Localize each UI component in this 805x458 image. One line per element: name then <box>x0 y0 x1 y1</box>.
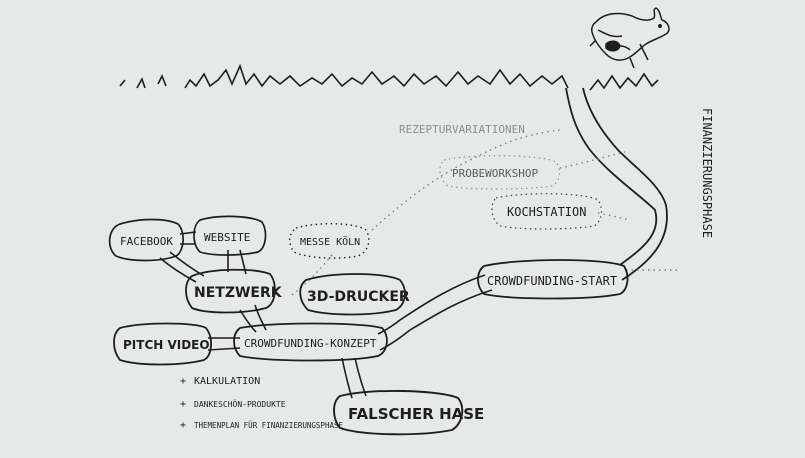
node-pitch-video: PITCH VIDEO <box>114 324 211 365</box>
node-rezepturvariationen-label: REZEPTURVARIATIONEN <box>399 123 525 136</box>
node-messe-koeln: MESSE KÖLN <box>290 224 369 258</box>
bullet-marker: + <box>180 376 186 387</box>
grass-line <box>120 66 658 90</box>
node-crowdfunding-konzept: CROWDFUNDING-KONZEPT <box>234 324 387 361</box>
branch-start-konzept <box>378 275 492 350</box>
node-drucker-label: 3D-DRUCKER <box>307 289 410 305</box>
node-crowdfunding-start: CROWDFUNDING-START <box>478 260 627 299</box>
node-website-label: WEBSITE <box>204 231 250 244</box>
node-facebook-label: FACEBOOK <box>120 235 173 248</box>
node-messe-label: MESSE KÖLN <box>300 235 360 248</box>
node-probeworkshop-label: PROBEWORKSHOP <box>452 167 538 180</box>
node-kochstation-label: KOCHSTATION <box>507 205 586 219</box>
branch-netzwerk-facebook <box>160 252 204 282</box>
bullet-marker: + <box>180 399 186 410</box>
rabbit-icon <box>590 8 669 68</box>
bullet-item: THEMENPLAN FÜR FINANZIERUNGSPHASE <box>194 421 343 430</box>
node-netzwerk-label: NETZWERK <box>194 285 283 301</box>
phase-label: FINANZIERUNGSPHASE <box>700 108 714 238</box>
bullet-list: + KALKULATION + DANKESCHÖN-PRODUKTE + TH… <box>180 376 343 431</box>
node-hase-label: FALSCHER HASE <box>348 405 484 423</box>
node-website: WEBSITE <box>194 216 265 255</box>
bullet-marker: + <box>180 420 186 431</box>
node-kochstation: KOCHSTATION <box>492 194 602 229</box>
tunnel-outer <box>566 88 656 265</box>
node-probeworkshop: PROBEWORKSHOP <box>440 156 560 189</box>
node-netzwerk: NETZWERK <box>186 270 283 313</box>
node-3d-drucker: 3D-DRUCKER <box>300 274 410 315</box>
node-konzept-label: CROWDFUNDING-KONZEPT <box>244 337 377 350</box>
bullet-item: KALKULATION <box>194 376 260 387</box>
bullet-item: DANKESCHÖN-PRODUKTE <box>194 399 286 409</box>
node-start-label: CROWDFUNDING-START <box>487 274 617 288</box>
node-pitch-label: PITCH VIDEO <box>123 338 210 352</box>
node-falscher-hase: FALSCHER HASE <box>334 391 484 434</box>
